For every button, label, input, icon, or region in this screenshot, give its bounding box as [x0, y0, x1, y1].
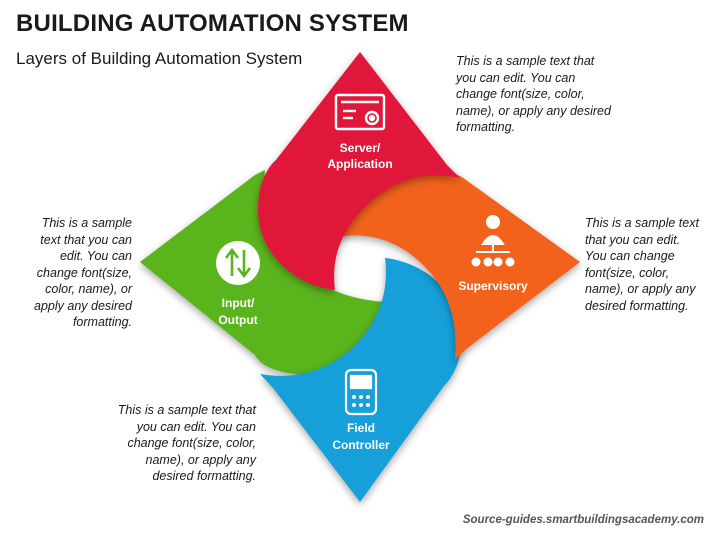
note-supervisory: This is a sample text that you can edit.… [585, 216, 699, 313]
note-server: This is a sample text that you can edit.… [456, 54, 611, 134]
layer-input-label-1: Input/ [222, 296, 255, 310]
note-field: This is a sample text that you can edit.… [117, 403, 256, 483]
layer-server-application-shape [258, 52, 460, 290]
layer-server-label-1: Server/ [340, 141, 381, 155]
page-title: BUILDING AUTOMATION SYSTEM [16, 10, 409, 37]
controller-device-icon [344, 368, 378, 416]
network-hierarchy-icon [471, 215, 515, 267]
up-down-arrows-icon [216, 241, 260, 285]
layer-supervisory-label: Supervisory [458, 279, 528, 293]
layer-input-label-2: Output [218, 313, 257, 327]
layer-field-label-2: Controller [332, 438, 390, 452]
source-credit: Source-guides.smartbuildingsacademy.com [462, 514, 704, 526]
layer-server-label-2: Application [327, 157, 392, 171]
page-subtitle: Layers of Building Automation System [16, 49, 303, 68]
layer-field-label-1: Field [347, 421, 375, 435]
monitor-gear-icon [334, 93, 386, 131]
note-input: This is a sample text that you can edit.… [34, 216, 132, 329]
layer-input-output-shape [140, 170, 385, 376]
layer-supervisory-shape [335, 164, 580, 360]
